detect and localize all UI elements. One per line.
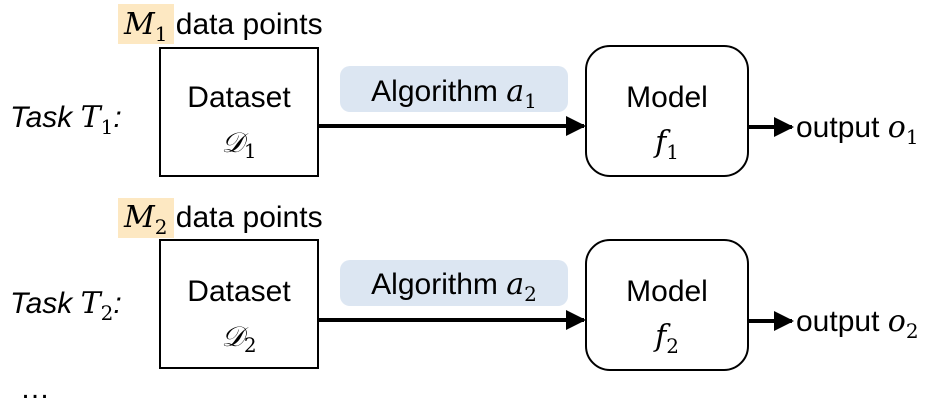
task-row-1: M1 data points Task T1: Dataset 𝒟1 Algor… bbox=[10, 4, 919, 177]
algorithm-label-bg bbox=[340, 260, 568, 306]
dataset-title: Dataset bbox=[187, 275, 291, 308]
data-points-highlight bbox=[118, 198, 174, 238]
algorithm-label-bg bbox=[340, 66, 568, 112]
continuation-ellipsis: … bbox=[20, 372, 50, 404]
data-points-label: M2 data points bbox=[123, 200, 323, 239]
algorithm-label: Algorithm a2 bbox=[371, 267, 537, 306]
dataset-box bbox=[159, 239, 319, 369]
data-points-label: M1 data points bbox=[123, 7, 323, 46]
output-label: output o2 bbox=[796, 304, 919, 343]
model-box bbox=[585, 239, 749, 371]
dataset-box bbox=[159, 47, 319, 177]
task-label: Task T1: bbox=[10, 100, 122, 139]
task-label: Task T2: bbox=[10, 286, 122, 325]
task-row-2: M2 data points Task T2: Dataset 𝒟2 Algor… bbox=[10, 198, 919, 371]
dataset-title: Dataset bbox=[187, 81, 291, 114]
output-label: output o1 bbox=[796, 110, 919, 149]
model-title: Model bbox=[626, 81, 708, 114]
algorithm-label: Algorithm a1 bbox=[371, 74, 537, 113]
data-points-highlight bbox=[118, 4, 174, 44]
model-box bbox=[585, 45, 749, 177]
model-title: Model bbox=[626, 275, 708, 308]
